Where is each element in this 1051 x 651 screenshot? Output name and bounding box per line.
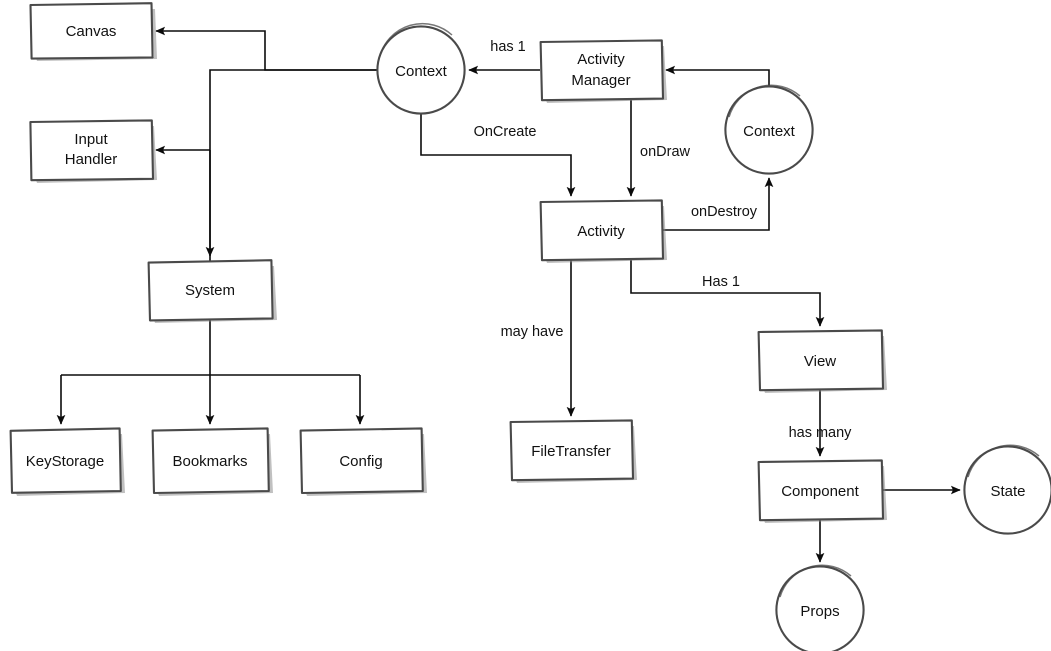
edge-label-may-have: may have <box>501 324 564 340</box>
node-context-right[interactable]: Context <box>724 84 814 175</box>
edge-label-ondestroy: onDestroy <box>691 204 758 220</box>
edge-label-has-many: has many <box>789 425 853 441</box>
node-component[interactable]: Component <box>757 459 887 523</box>
node-props[interactable]: Props <box>775 564 865 651</box>
edge-system-bar <box>61 320 360 376</box>
node-context-left[interactable]: Context <box>376 22 466 115</box>
node-state[interactable]: State <box>963 444 1051 535</box>
node-input-handler-label-2: Handler <box>65 151 118 168</box>
node-activity-label: Activity <box>577 223 625 240</box>
node-keystorage-label: KeyStorage <box>26 453 104 470</box>
node-bookmarks[interactable]: Bookmarks <box>151 427 273 496</box>
node-activity-manager-label-2: Manager <box>571 72 630 89</box>
node-keystorage[interactable]: KeyStorage <box>9 427 125 496</box>
edge-label-oncreate: OnCreate <box>474 124 537 140</box>
node-context-left-label: Context <box>395 63 448 80</box>
edge-context-activity[interactable] <box>420 114 576 197</box>
node-input-handler-label-1: Input <box>74 131 108 148</box>
node-view-label: View <box>804 353 836 370</box>
node-canvas[interactable]: Canvas <box>29 2 158 61</box>
node-view[interactable]: View <box>757 329 887 393</box>
node-config-label: Config <box>339 453 382 470</box>
node-system[interactable]: System <box>147 259 277 323</box>
edge-activity-contextright[interactable] <box>662 177 774 231</box>
node-activity[interactable]: Activity <box>539 199 667 263</box>
edge-label-ondraw: onDraw <box>640 144 690 160</box>
edge-contextright-activitymanager[interactable] <box>665 65 770 86</box>
node-input-handler[interactable]: Input Handler <box>29 119 157 183</box>
edge-context-canvas[interactable] <box>155 26 377 71</box>
node-filetransfer[interactable]: FileTransfer <box>509 419 637 483</box>
edge-layer <box>56 26 961 563</box>
node-filetransfer-label: FileTransfer <box>531 443 610 460</box>
edge-label-has-1-view: Has 1 <box>702 274 740 290</box>
node-props-label: Props <box>800 603 839 620</box>
edge-label-has-1: has 1 <box>490 39 525 55</box>
node-context-right-label: Context <box>743 123 796 140</box>
node-component-label: Component <box>781 483 859 500</box>
edge-activity-view[interactable] <box>630 260 825 327</box>
node-activity-manager[interactable]: Activity Manager <box>539 39 667 103</box>
edge-label-layer: has 1 OnCreate onDraw onDestroy may have… <box>474 39 853 441</box>
node-system-label: System <box>185 282 235 299</box>
node-canvas-label: Canvas <box>66 23 117 40</box>
node-state-label: State <box>990 483 1025 500</box>
node-config[interactable]: Config <box>299 427 427 496</box>
node-activity-manager-label-1: Activity <box>577 51 625 68</box>
node-bookmarks-label: Bookmarks <box>172 453 247 470</box>
edge-context-trunk <box>209 69 377 262</box>
